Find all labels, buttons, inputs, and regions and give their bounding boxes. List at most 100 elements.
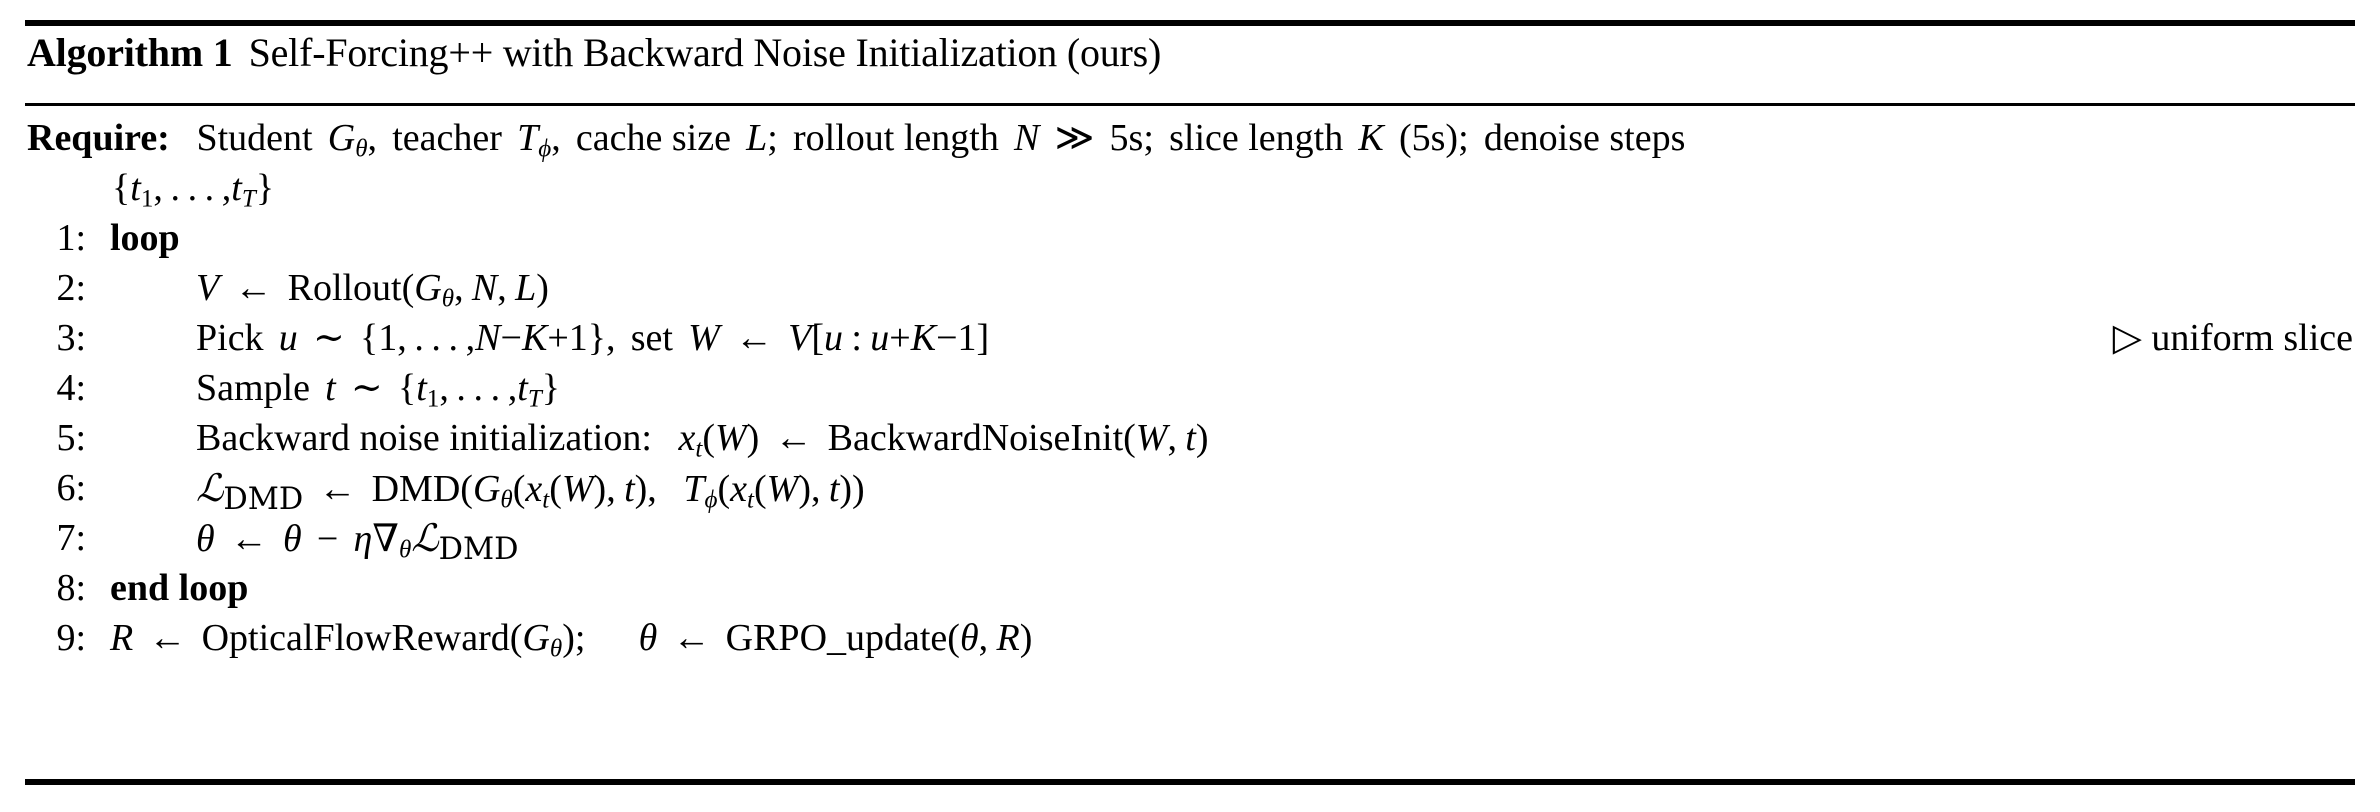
student-G-theta-9: Gθ [522, 617, 563, 663]
brace-close: } [255, 167, 275, 209]
comma-3: , [454, 267, 464, 309]
param-theta-9b: θ [959, 617, 979, 659]
slice-start-3: u [824, 317, 843, 359]
var-V-3: V [788, 317, 812, 359]
require-rollout-duration: 5s [1109, 117, 1144, 159]
t-last-4: tT [517, 367, 542, 413]
arg-W-6b: W [766, 468, 799, 510]
brace-open: { [112, 167, 131, 209]
num-one-3: 1 [378, 317, 398, 359]
ellipsis-3: , . . . , [397, 317, 476, 359]
bracket-open-3: [ [811, 317, 824, 359]
brace-open-4: { [397, 367, 417, 409]
semicolon-2: ; [1143, 117, 1154, 159]
colon-3: : [851, 317, 862, 359]
assign-arrow-icon-7: ← [229, 518, 268, 560]
fn-dmd: DMD [371, 468, 461, 510]
require-teacher-word: teacher [392, 117, 502, 159]
paren-open-6b: ( [512, 468, 526, 510]
comma-4: , [497, 267, 507, 309]
arg-t-5: t [1185, 417, 1196, 459]
paren-close-5: ) [746, 417, 760, 459]
paren-close-5b: ) [1195, 417, 1209, 459]
paren-open-6c: ( [549, 468, 562, 510]
paren-close-6: ) [852, 468, 865, 510]
line-8-code: end loop [110, 567, 249, 609]
paren-open-5b: ( [1123, 417, 1136, 459]
plus-3: + [547, 317, 569, 359]
rule-middle [25, 103, 2355, 106]
param-theta-7b: θ [283, 518, 302, 560]
loss-symbol-6: ℒDMD [196, 466, 304, 517]
paren-close-2: ) [536, 267, 549, 309]
x-t-6a: xt [525, 468, 550, 514]
require-rollout-word: rollout length [793, 117, 999, 159]
semicolon-9: ; [574, 617, 586, 659]
arg-G-theta-2: Gθ [414, 267, 455, 313]
sim-icon-3: ∼ [312, 317, 345, 359]
minus-3: − [500, 317, 522, 359]
assign-arrow-icon-9b: ← [672, 617, 711, 659]
loss-symbol-7: ℒDMD [411, 516, 519, 567]
paren-close-6e: ) [798, 468, 811, 510]
comma-8: , [647, 468, 657, 510]
var-K-3: K [521, 317, 548, 359]
much-greater-than-icon: ≫ [1054, 117, 1095, 159]
t-first: t1 [130, 167, 154, 213]
kw-pick: Pick [196, 317, 264, 359]
arg-W-5: W [1135, 417, 1168, 459]
kw-sample: Sample [196, 367, 310, 409]
rule-bottom [25, 779, 2355, 785]
line-number-7: 7: [56, 517, 86, 559]
var-V: V [196, 267, 220, 309]
algorithm-line-7: 7: θ←θ−η∇θℒDMD [0, 513, 2380, 567]
line-number-4: 4: [56, 367, 86, 409]
algorithm-number-label: Algorithm 1 [27, 30, 233, 75]
student-G-theta-6: Gθ [472, 468, 513, 514]
algorithm-line-2: 2: V←Rollout(Gθ,N,L) [0, 263, 2380, 313]
arg-L-2: L [515, 267, 537, 309]
var-u-3: u [278, 317, 298, 359]
num-one-c-3: 1 [957, 317, 977, 359]
param-theta-7a: θ [196, 518, 215, 560]
require-cache-symbol: L [746, 117, 768, 159]
paren-close-6d: ) [839, 468, 853, 510]
arg-W-6a: W [561, 468, 594, 510]
assign-arrow-icon-9a: ← [148, 617, 187, 659]
arg-R-9: R [996, 617, 1020, 659]
paren-open-6e: ( [754, 468, 767, 510]
algorithm-line-5: 5: Backward noise initialization:xt(W)←B… [0, 413, 2380, 463]
sim-icon-4: ∼ [350, 367, 383, 409]
algorithm-require-continuation: {t1, . . . ,tT} [0, 163, 2380, 213]
brace-open-3: { [359, 317, 379, 359]
semicolon-3: ; [1458, 117, 1469, 159]
paren-close-6b: ) [634, 468, 648, 510]
arg-t-6a: t [624, 468, 635, 510]
phrase-backward-noise-init: Backward noise initialization: [196, 417, 652, 459]
lr-eta-7: η [353, 518, 373, 560]
fn-grpo-update: GRPO_update [725, 617, 948, 659]
line-number-5: 5: [56, 417, 86, 459]
slice-end-K-3: K [910, 317, 937, 359]
assign-arrow-icon-6: ← [318, 468, 357, 510]
ellipsis-4: , . . . , [439, 367, 518, 409]
comma-6: , [1167, 417, 1177, 459]
x-t-6b: xt [730, 468, 754, 514]
bracket-close-3: ] [976, 317, 990, 359]
fn-rollout: Rollout [287, 267, 402, 309]
slice-end-u-3: u [870, 317, 890, 359]
arg-N-2: N [471, 267, 498, 309]
paren-open-9: ( [509, 617, 523, 659]
brace-close-4: } [541, 367, 561, 409]
t-first-4: t1 [416, 367, 440, 413]
var-t-4: t [325, 367, 336, 409]
line-number-1: 1: [56, 217, 86, 259]
t-last: tT [231, 167, 256, 213]
